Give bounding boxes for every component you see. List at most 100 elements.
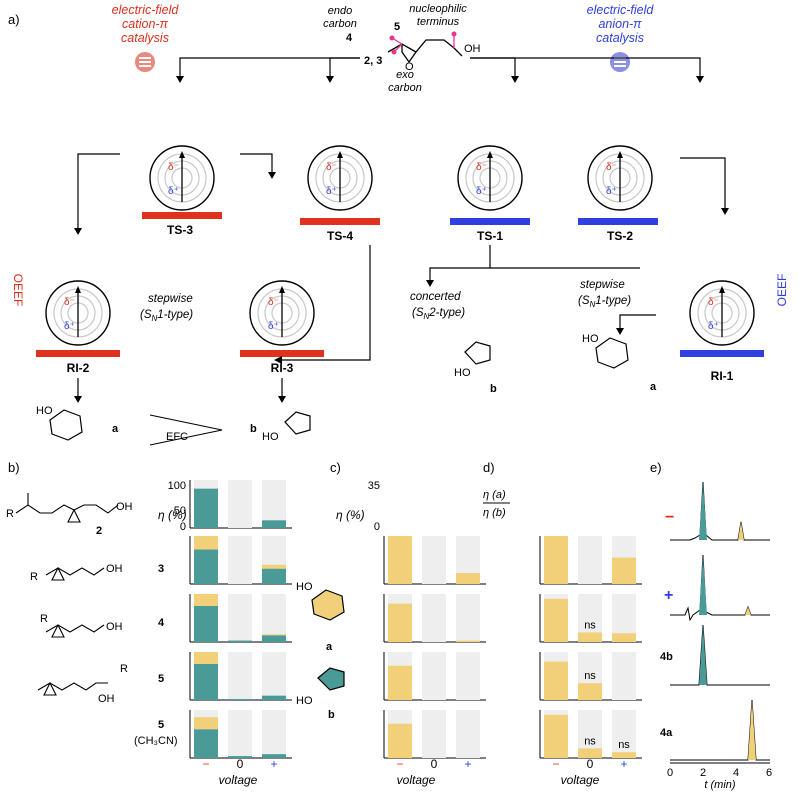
ring-card-3: δ⁻ δ⁺ <box>578 145 658 225</box>
substrate-oh: OH <box>464 43 481 55</box>
panel-b-bar-a-2-0 <box>194 594 218 606</box>
panel-c-structure-a: HO a <box>296 581 345 653</box>
panel-b-bar-b-1-0 <box>194 549 218 584</box>
panel-b-bar-b-3-2 <box>262 695 286 700</box>
panel-d-xtick-1: 0 <box>587 757 594 771</box>
panel-d-bg-bar-3-2 <box>612 710 636 758</box>
ring-delta-plus-5: δ⁺ <box>268 321 279 332</box>
panel-b-bar-a-1-2 <box>262 564 286 569</box>
panel-b-bg-bar-0-2 <box>262 480 286 528</box>
panel-c-row-2 <box>383 652 486 701</box>
ts-labels: TS-3 TS-4 TS-1 TS-2 <box>167 223 633 243</box>
top-arrows <box>179 57 701 78</box>
panel-c-row-1 <box>383 594 486 643</box>
endo-label-2: carbon <box>323 18 357 30</box>
panel-b-row-3 <box>189 652 292 701</box>
e-xtick-4: 4 <box>733 767 739 779</box>
panel-d-ratio-top: η (a) <box>483 489 506 501</box>
structure-4: R OH 4 <box>40 613 165 638</box>
panel-c-xtick-2: + <box>464 757 471 771</box>
e-xticks: 0 2 4 6 <box>667 767 772 779</box>
panel-d-ns-3-2: ns <box>618 739 630 751</box>
panel-d-bg-bar-2-2 <box>612 652 636 700</box>
pathway-arrowheads <box>74 172 729 403</box>
panel-c-bg-bar-1-2 <box>456 594 480 642</box>
panel-b-row-4 <box>189 710 292 759</box>
ring-delta-plus-3: δ⁺ <box>606 186 617 197</box>
panel-c-bar-0-0 <box>388 536 412 584</box>
product-b-left-label: b <box>250 423 257 435</box>
trace-minus-peak-teal <box>699 482 707 540</box>
panel-b-row-2 <box>189 594 292 643</box>
ts-1-label: TS-1 <box>477 229 503 243</box>
ri-2-label: RI-2 <box>67 361 90 375</box>
ring-delta-plus-4: δ⁺ <box>64 321 75 332</box>
panel-b-bar-a-1-0 <box>194 536 218 550</box>
ring-card-0: δ⁻δ⁺ <box>142 145 222 219</box>
panel-c-a-label: a <box>326 641 333 653</box>
panel-c-xtick-0: − <box>396 757 403 771</box>
panel-b-bar-a-3-0 <box>194 652 218 664</box>
nucleo-label: nucleophilic <box>409 3 467 15</box>
panel-b-bg-bar-2-1 <box>228 594 252 642</box>
chromatograms: − + 4b 4a 0 2 4 6 t (min) <box>660 481 772 791</box>
panel-c-bar-0-2 <box>456 573 480 584</box>
panel-b-bar-b-1-2 <box>262 568 286 584</box>
anion-title-line3: catalysis <box>596 31 644 45</box>
panel-b-bg-bar-4-2 <box>262 710 286 758</box>
ring-delta-minus-5: δ⁻ <box>268 297 279 308</box>
cation-electrode-icon <box>135 52 155 72</box>
product-a-right: HO a <box>582 333 657 393</box>
product-b-middle: HO b <box>454 341 497 395</box>
b-ytick-100: 100 <box>168 480 186 492</box>
structure-3-oh: OH <box>106 563 123 575</box>
product-b-middle-label: b <box>490 383 497 395</box>
product-b-left-ho: HO <box>262 431 279 443</box>
structure-2-oh: OH <box>116 501 133 513</box>
products-row: HO a EFC HO b HO b HO a <box>36 333 657 446</box>
number-2-3: 2, 3 <box>364 55 382 67</box>
stepwise-label-left: stepwise <box>148 293 193 305</box>
structure-5-acn-name: 5 <box>158 719 164 731</box>
trace-minus <box>670 481 770 541</box>
panel-c-bar-1-2 <box>456 640 480 642</box>
panel-a-label: a) <box>8 12 20 27</box>
nucleo-label-2: terminus <box>417 16 460 28</box>
sn2-label: (SN2-type) <box>412 307 465 321</box>
structure-5-r: R <box>120 663 128 675</box>
panel-c-structure-b: HO b <box>296 667 345 721</box>
panel-b-bar-b-3-1 <box>228 699 252 700</box>
ring-card-5: δ⁻ δ⁺ <box>240 280 324 357</box>
ring-card-6: δ⁻δ⁺ <box>680 280 764 357</box>
substrate-o: O <box>405 61 414 73</box>
b-ytick-0: 0 <box>180 521 186 533</box>
panel-b-bar-b-3-0 <box>194 664 218 700</box>
ri-labels: RI-2 RI-3 RI-1 <box>67 361 734 383</box>
panel-d-bar-0-2 <box>612 557 636 584</box>
panel-b-bg-bar-3-2 <box>262 652 286 700</box>
ring-delta-minus-3: δ⁻ <box>606 162 617 173</box>
panel-c-bg-bar-2-1 <box>422 652 446 700</box>
cation-title: electric-field cation-π catalysis <box>112 3 180 45</box>
panel-d-bg-bar-0-1 <box>578 536 602 584</box>
ts-4-label: TS-4 <box>327 229 353 243</box>
ring-delta-minus-4: δ⁻ <box>64 297 75 308</box>
ring-delta-plus-6: δ⁺ <box>708 321 719 332</box>
product-b-middle-ho: HO <box>454 367 471 379</box>
ts-cards: δ⁻δ⁺δ⁻δ⁺δ⁻δ⁺δ⁻δ⁺δ⁻δ⁺δ⁻δ⁺δ⁻δ⁺ <box>36 145 764 357</box>
panel-c-ho: HO <box>296 581 313 593</box>
panel-b-bar-a-2-2 <box>262 634 286 636</box>
panel-d-label: d) <box>483 460 495 475</box>
panel-b-eta-label: η (%) <box>158 508 187 522</box>
product-a-right-label: a <box>650 381 657 393</box>
panel-b-bar-b-2-2 <box>262 635 286 642</box>
structure-2: R OH 2 <box>6 493 133 537</box>
panel-c-bar-1-0 <box>388 603 412 642</box>
exo-label-2: carbon <box>388 82 422 94</box>
anion-title-line1: electric-field <box>587 3 655 17</box>
ts-3-label: TS-3 <box>167 223 193 237</box>
trace-4a-peak <box>748 700 756 760</box>
cation-title-line1: electric-field <box>112 3 180 17</box>
structure-4-oh: OH <box>106 621 123 633</box>
